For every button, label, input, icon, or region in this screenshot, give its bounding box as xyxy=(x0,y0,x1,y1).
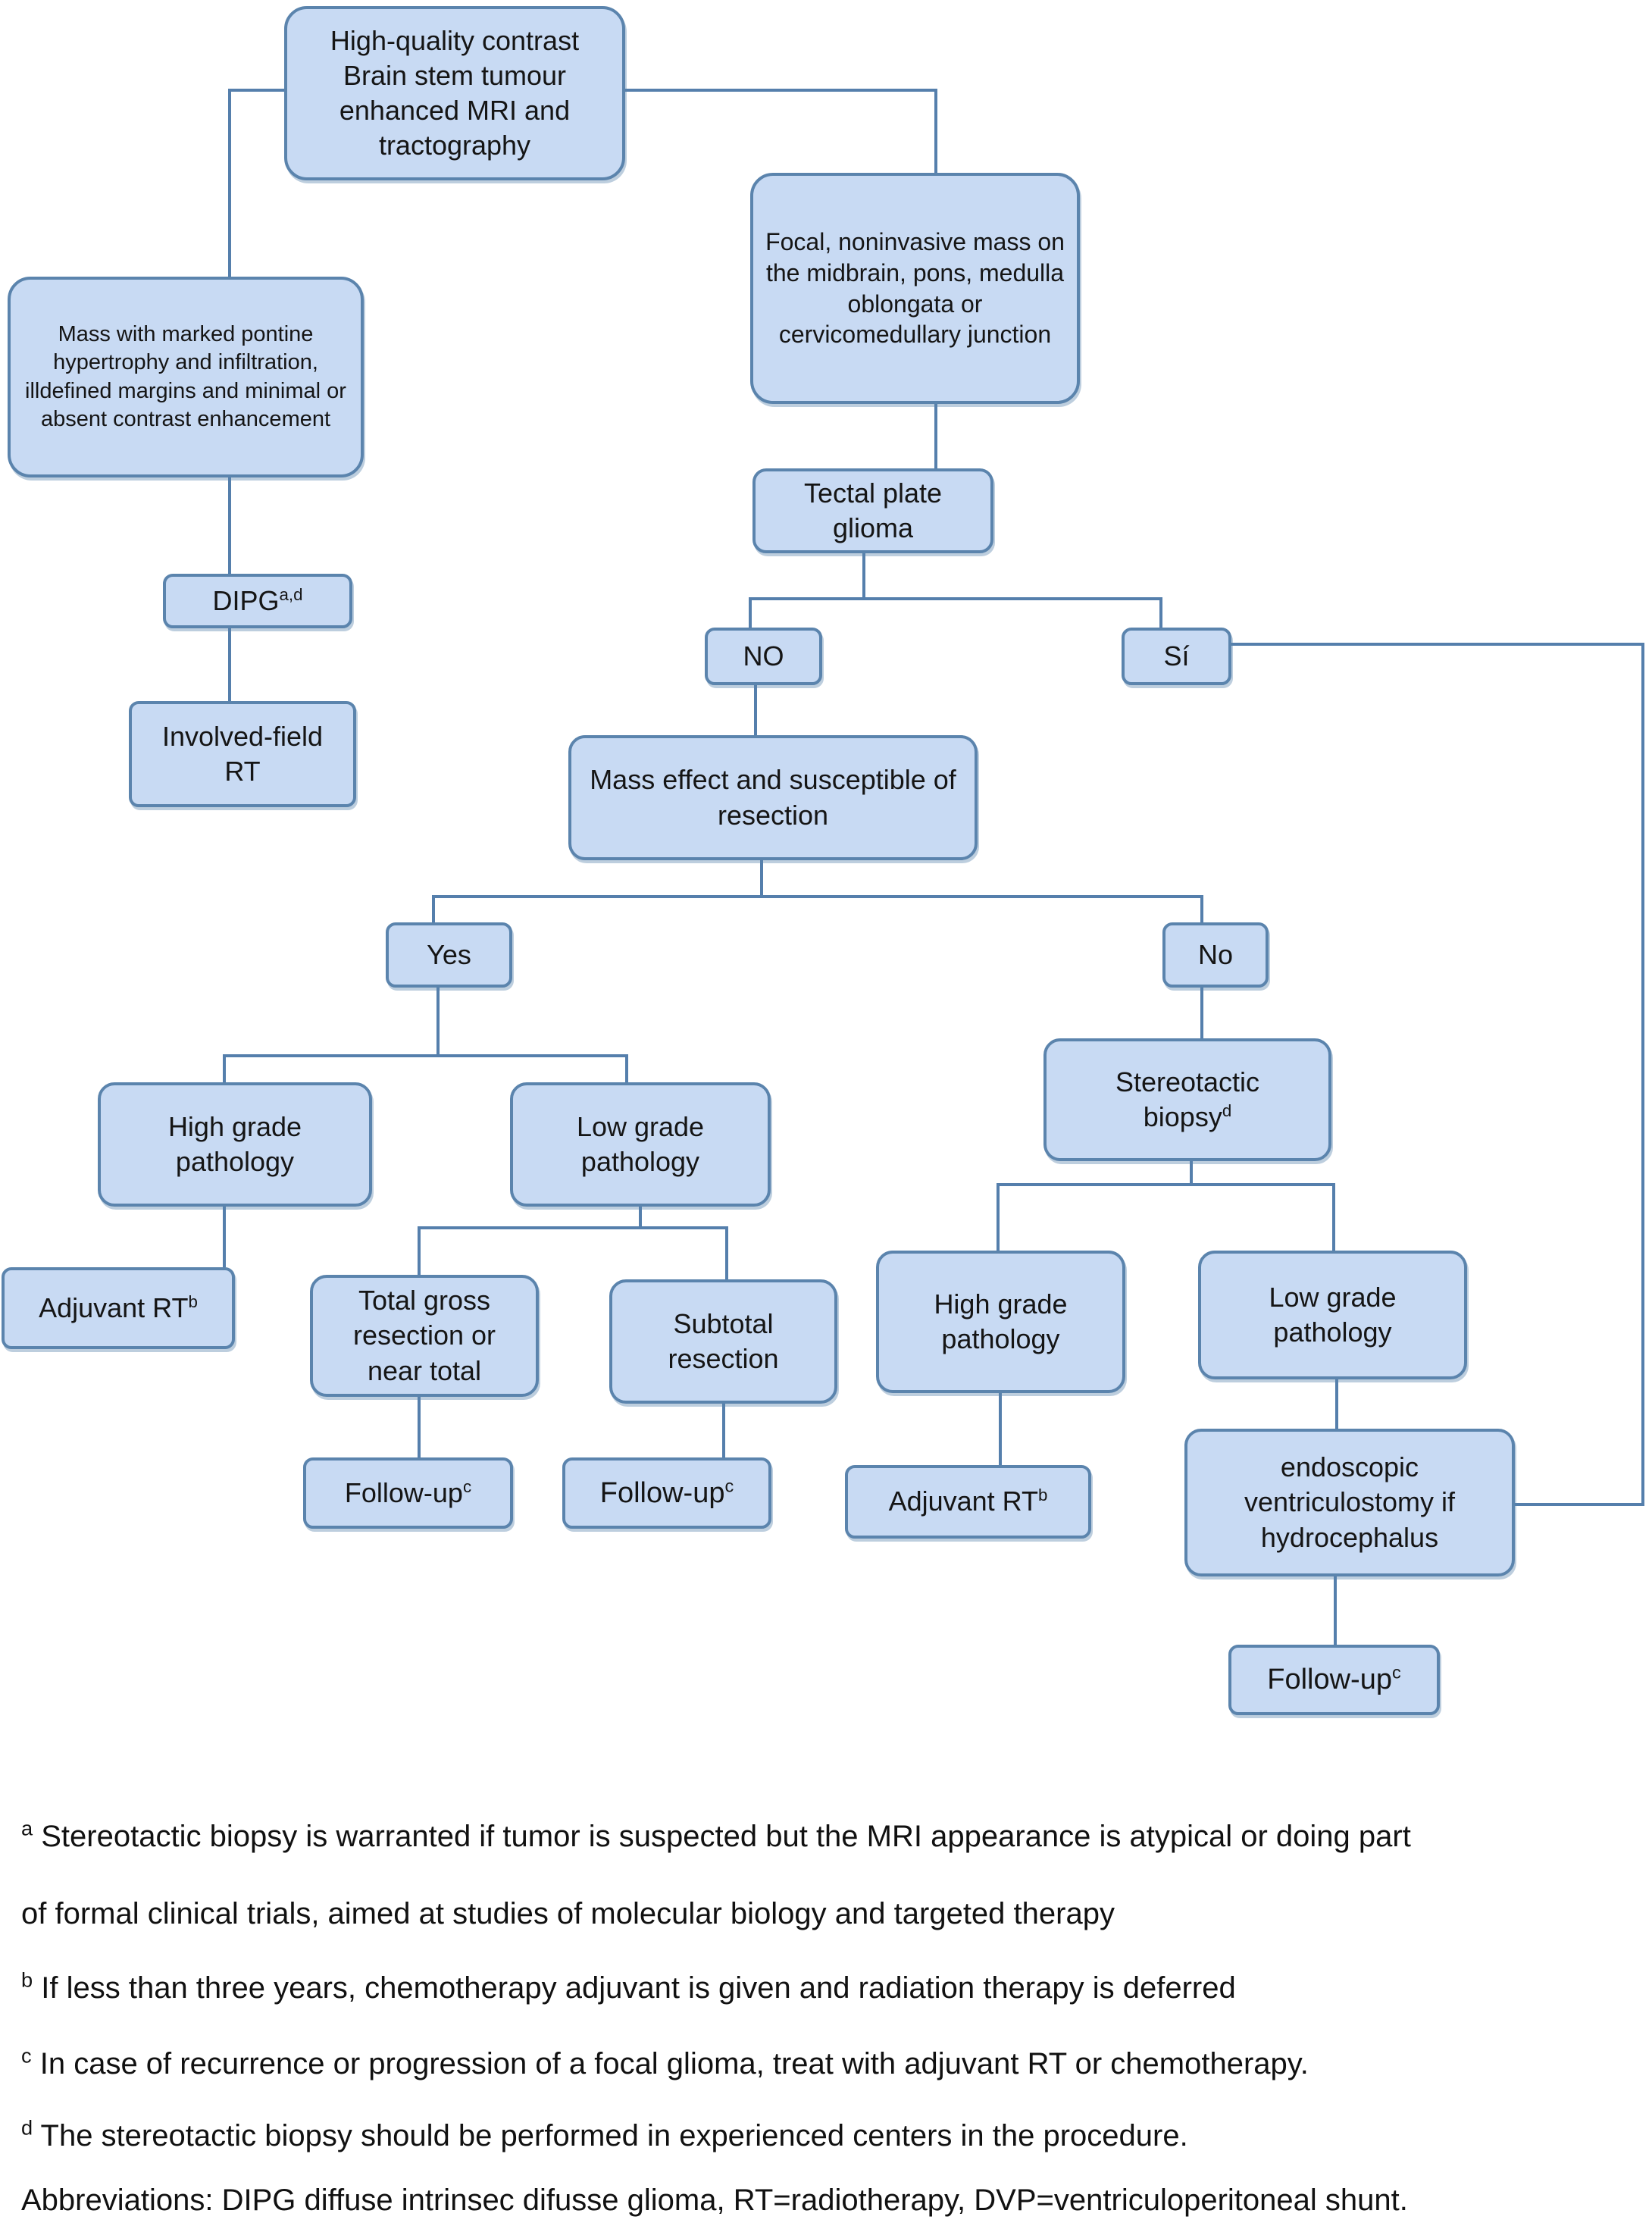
node-followup-endoscopic: Follow-upc xyxy=(1228,1645,1440,1715)
node-followup-subtotal: Follow-upc xyxy=(562,1457,771,1529)
node-no-lower: No xyxy=(1162,922,1269,988)
footnote-c: c In case of recurrence or progression o… xyxy=(21,2043,1309,2080)
connector-low-grade-left-branch xyxy=(418,1207,728,1279)
node-si: Sí xyxy=(1122,628,1231,685)
node-adjuvant-rt-left: Adjuvant RTb xyxy=(2,1267,235,1349)
footnote-d: d The stereotactic biopsy should be perf… xyxy=(21,2115,1188,2152)
node-total-gross-resection: Total gross resection or near total xyxy=(310,1275,539,1397)
connector-mri-to-focal-mass xyxy=(625,89,937,173)
node-tectal-plate-glioma: Tectal plate glioma xyxy=(752,468,993,553)
connector-mass-effect-branch-yes-no xyxy=(432,860,1203,922)
node-low-grade-pathology-right: Low grade pathology xyxy=(1198,1251,1467,1379)
connector-si-to-endoscopic xyxy=(1231,643,1644,1506)
node-involved-field-rt: Involved-field RT xyxy=(129,701,356,807)
abbreviations-line: Abbreviations: DIPG diffuse intrinsec di… xyxy=(21,2184,1408,2217)
footnote-a-line1: a Stereotactic biopsy is warranted if tu… xyxy=(21,1816,1411,1853)
connector-yes-branch-pathology xyxy=(223,988,628,1082)
node-mass-effect: Mass effect and susceptible of resection xyxy=(568,735,978,860)
node-endoscopic-ventriculostomy: endoscopic ventriculostomy if hydrocepha… xyxy=(1184,1429,1515,1576)
connector-stereotactic-branch-pathology xyxy=(997,1161,1335,1251)
node-high-grade-pathology-right: High grade pathology xyxy=(876,1251,1125,1393)
node-stereotactic-biopsy: Stereotactic biopsyd xyxy=(1043,1038,1331,1161)
node-high-grade-pathology-left: High grade pathology xyxy=(98,1082,372,1207)
node-no-upper: NO xyxy=(705,628,822,685)
node-mri: High-quality contrast Brain stem tumour … xyxy=(284,6,625,180)
node-adjuvant-rt-right: Adjuvant RTb xyxy=(845,1465,1091,1539)
node-dipg: DIPGa,d xyxy=(163,574,352,628)
connector-tectal-branch-no-si xyxy=(749,553,1162,628)
connector-mri-to-mass-pontine xyxy=(228,89,284,277)
node-low-grade-pathology-left: Low grade pathology xyxy=(510,1082,771,1207)
node-followup-total-gross: Follow-upc xyxy=(303,1457,513,1529)
node-subtotal-resection: Subtotal resection xyxy=(609,1279,837,1404)
node-focal-mass: Focal, noninvasive mass on the midbrain,… xyxy=(750,173,1080,404)
footnote-a-line2: of formal clinical trials, aimed at stud… xyxy=(21,1897,1115,1930)
footnote-b: b If less than three years, chemotherapy… xyxy=(21,1968,1236,2005)
node-yes: Yes xyxy=(386,922,512,988)
node-mass-pontine: Mass with marked pontine hypertrophy and… xyxy=(8,277,364,477)
